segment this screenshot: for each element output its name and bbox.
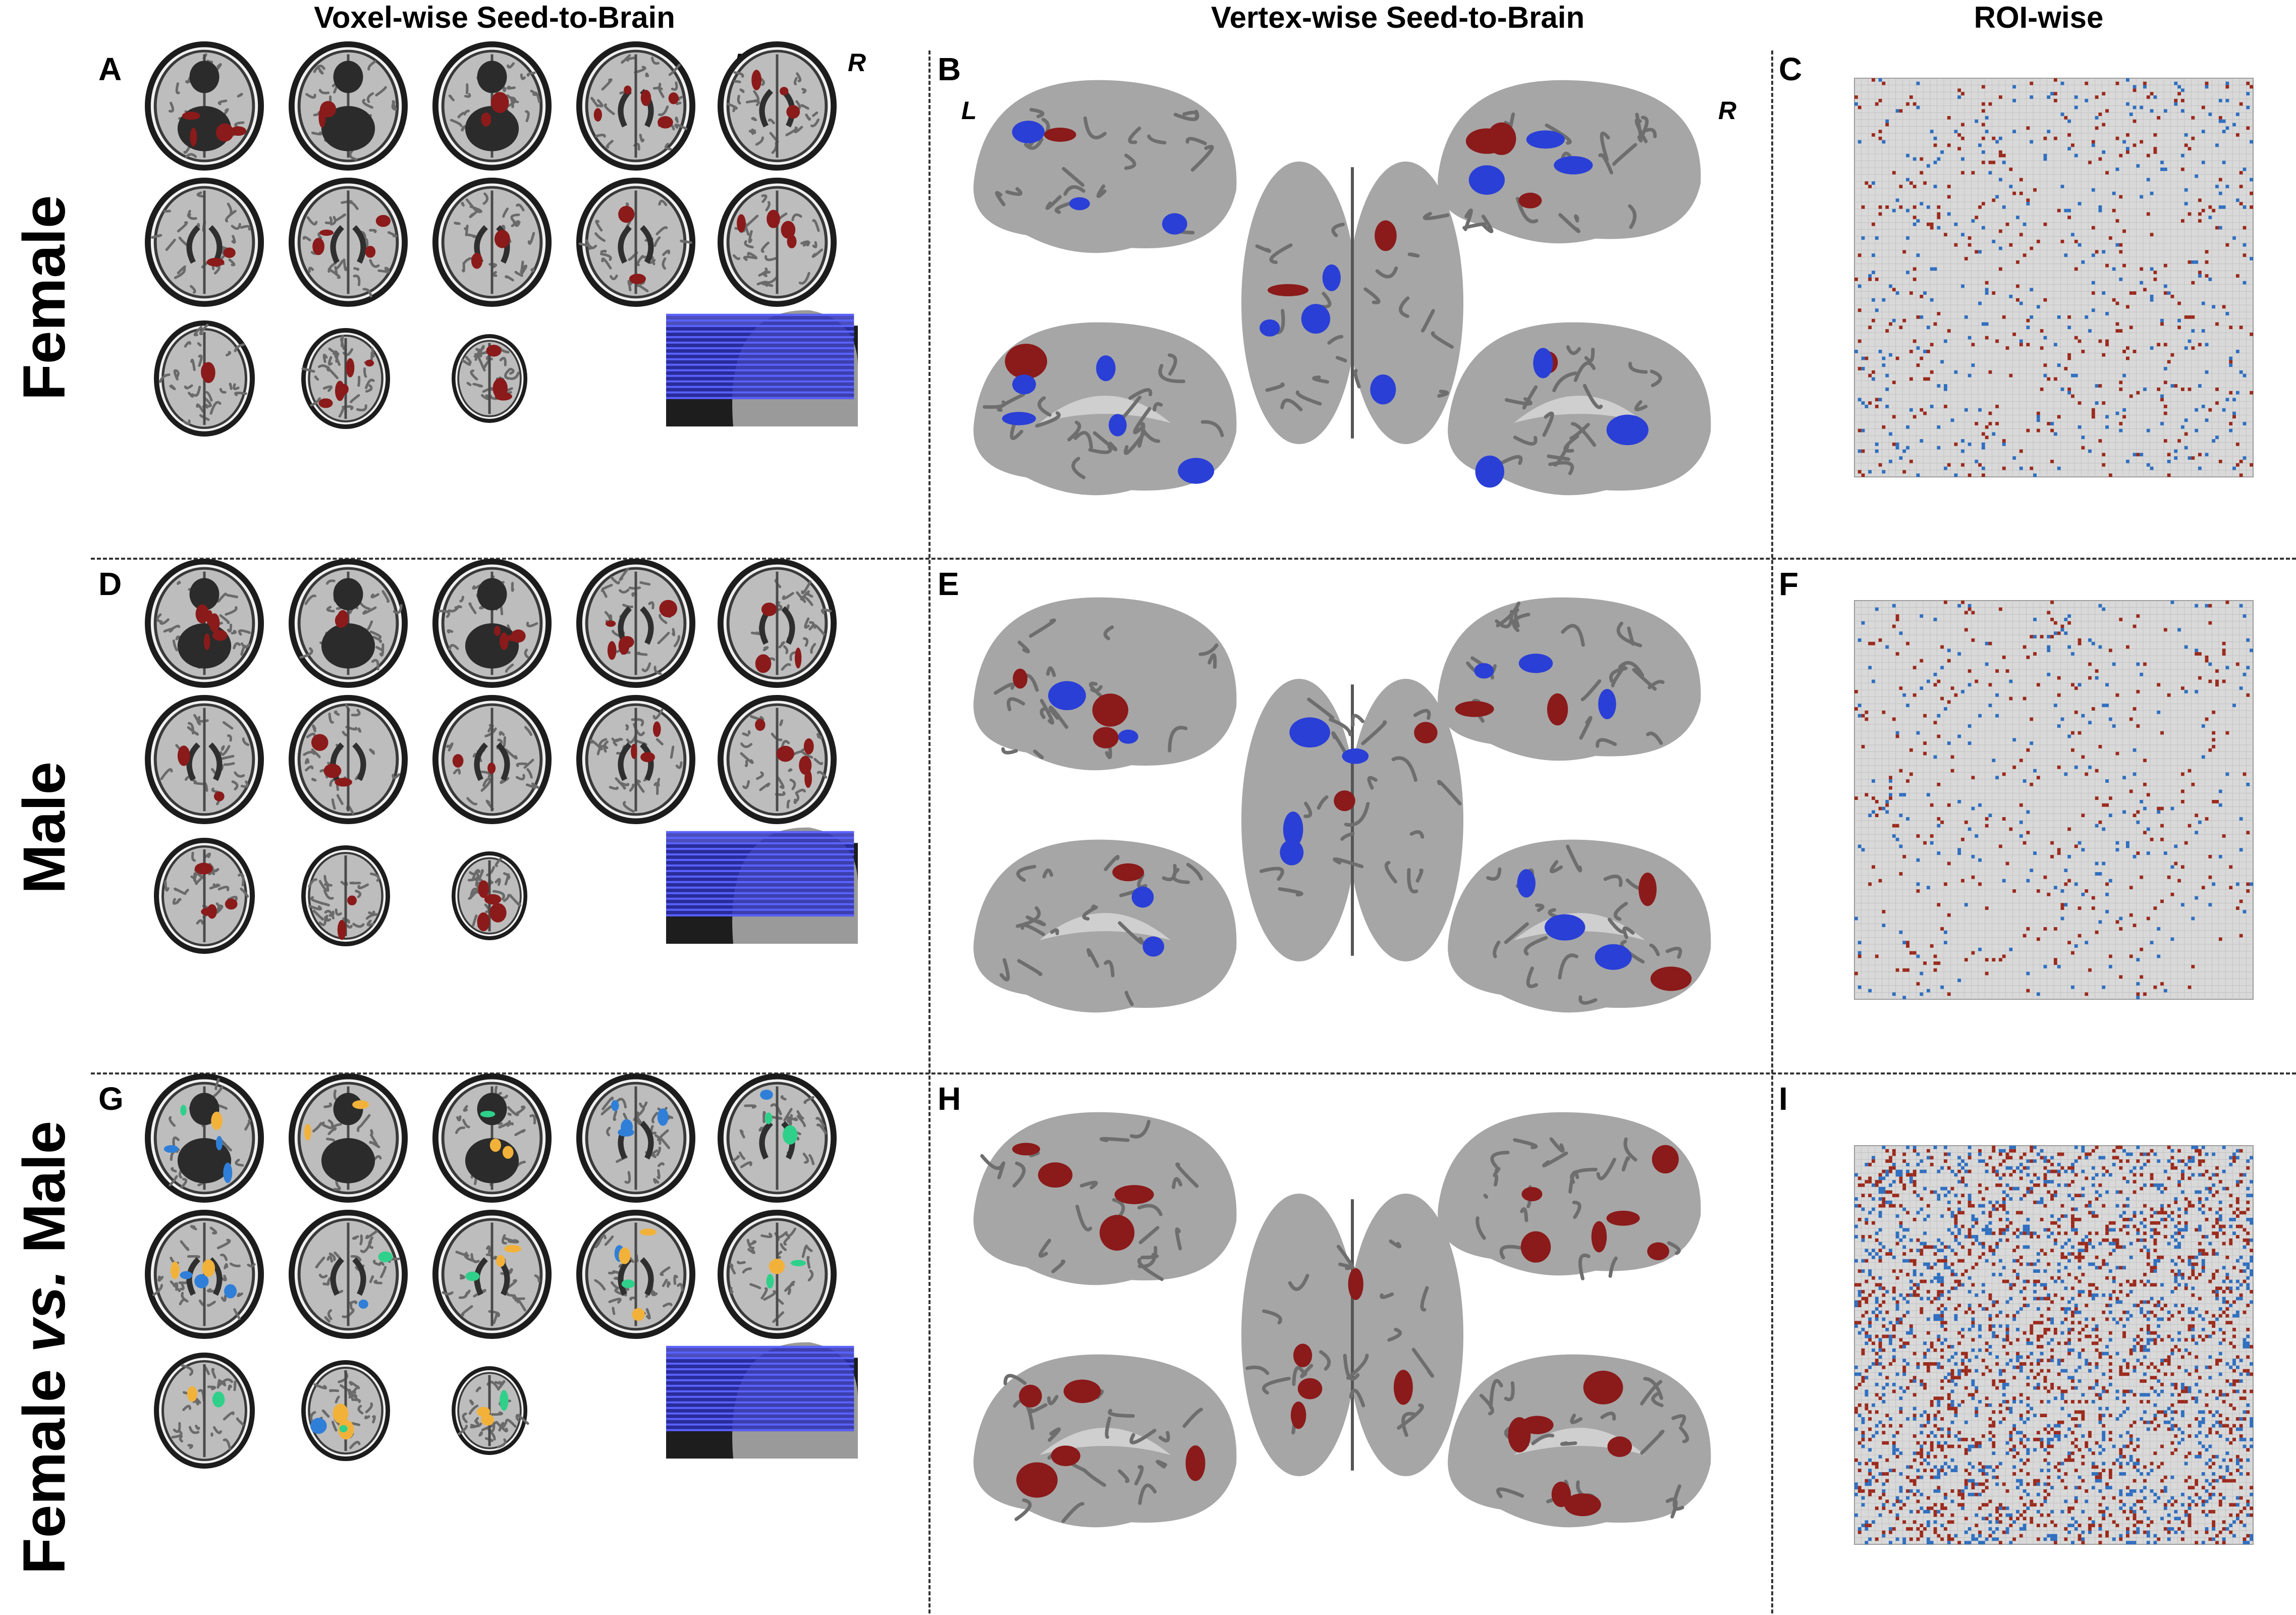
divider-horizontal-1 [91, 558, 2296, 560]
axial-slice [718, 41, 837, 171]
row-label-contrast: Female vs. Male [10, 1080, 81, 1615]
axial-slice [145, 695, 264, 824]
axial-slice [154, 320, 255, 437]
cortical-surface-view [1438, 598, 1701, 761]
axial-slice [432, 1073, 552, 1203]
left-hemisphere-marker-vertex: L [961, 96, 977, 125]
axial-slice [289, 1210, 408, 1339]
sagittal-localizer [666, 310, 858, 426]
axial-slice [576, 1073, 695, 1203]
axial-slice [718, 178, 837, 307]
axial-slice [576, 695, 695, 824]
axial-slice [145, 178, 264, 307]
panel-label-g: G [98, 1080, 124, 1117]
axial-slice [432, 1210, 552, 1339]
axial-slice [432, 178, 552, 307]
divider-vertical-1 [928, 50, 931, 1613]
voxel-slices [151, 568, 858, 1032]
row-label-female: Female [10, 182, 81, 414]
panel-label-a: A [98, 50, 122, 88]
axial-slice [718, 1210, 837, 1339]
axial-slice [301, 1360, 390, 1461]
panel-label-e: E [938, 565, 959, 603]
axial-slice [145, 559, 264, 688]
cortical-surface-view [1448, 1355, 1711, 1528]
cortical-surface-view [973, 80, 1236, 253]
axial-slice [289, 559, 408, 688]
connectivity-matrix [1854, 601, 2253, 999]
connectivity-matrix [1854, 1146, 2253, 1544]
axial-slice [576, 178, 695, 307]
panel-label-b: B [938, 50, 961, 88]
row-label-male: Male [10, 712, 81, 944]
axial-slice [145, 1073, 264, 1203]
axial-slice [289, 1073, 408, 1203]
axial-slice [452, 334, 527, 423]
cortical-surface-view [1241, 162, 1463, 444]
axial-slice [301, 845, 390, 946]
row-label-contrast-a: Female [11, 1353, 78, 1574]
row-label-contrast-vs: vs. [11, 1270, 78, 1353]
panel-label-i: I [1779, 1080, 1788, 1117]
cortical-surface-view [973, 598, 1236, 771]
panel-label-f: F [1779, 565, 1798, 603]
vertex-surfaces [979, 50, 1731, 515]
panel-label-c: C [1779, 50, 1802, 88]
axial-slice [154, 1353, 255, 1469]
voxel-slices [151, 1083, 858, 1547]
vertex-surfaces [979, 1083, 1731, 1547]
cortical-surface-view [1241, 679, 1463, 961]
row-label-male-text: Male [11, 762, 78, 894]
axial-slice [718, 695, 837, 824]
axial-slice [289, 178, 408, 307]
cortical-surface-view [1438, 1112, 1701, 1279]
axial-slice [452, 851, 527, 940]
column-title-voxel: Voxel-wise Seed-to-Brain [262, 0, 727, 35]
column-title-vertex: Vertex-wise Seed-to-Brain [1140, 0, 1655, 35]
row-label-contrast-b: Male [11, 1121, 78, 1270]
axial-slice [718, 1073, 837, 1203]
vertex-surfaces [979, 568, 1731, 1032]
axial-slice [432, 559, 552, 688]
axial-slice [718, 559, 837, 688]
sagittal-localizer [666, 1342, 858, 1459]
axial-slice [145, 1210, 264, 1339]
row-label-female-text: Female [11, 195, 78, 401]
cortical-surface-view [1241, 1194, 1463, 1476]
connectivity-matrix [1854, 78, 2253, 477]
axial-slice [289, 695, 408, 824]
axial-slice [432, 695, 552, 824]
sagittal-localizer [666, 828, 858, 944]
axial-slice [576, 1210, 695, 1339]
divider-horizontal-2 [91, 1072, 2296, 1074]
axial-slice [432, 41, 552, 171]
axial-slice [452, 1366, 528, 1455]
axial-slice [289, 41, 408, 171]
column-title-roi: ROI-wise [1897, 0, 2180, 35]
voxel-slices [151, 50, 858, 515]
cortical-surface-view [1448, 322, 1711, 496]
cortical-surface-view [973, 322, 1236, 496]
axial-slice [145, 41, 264, 171]
cortical-surface-view [1448, 840, 1711, 1013]
cortical-surface-view [973, 840, 1236, 1013]
cortical-surface-view [1438, 80, 1701, 244]
axial-slice [301, 328, 390, 429]
panel-label-d: D [98, 565, 122, 603]
axial-slice [154, 838, 255, 954]
cortical-surface-view [973, 1112, 1236, 1285]
axial-slice [576, 559, 695, 688]
cortical-surface-view [973, 1355, 1236, 1528]
divider-vertical-2 [1771, 50, 1773, 1613]
axial-slice [576, 41, 695, 171]
panel-label-h: H [938, 1080, 961, 1117]
